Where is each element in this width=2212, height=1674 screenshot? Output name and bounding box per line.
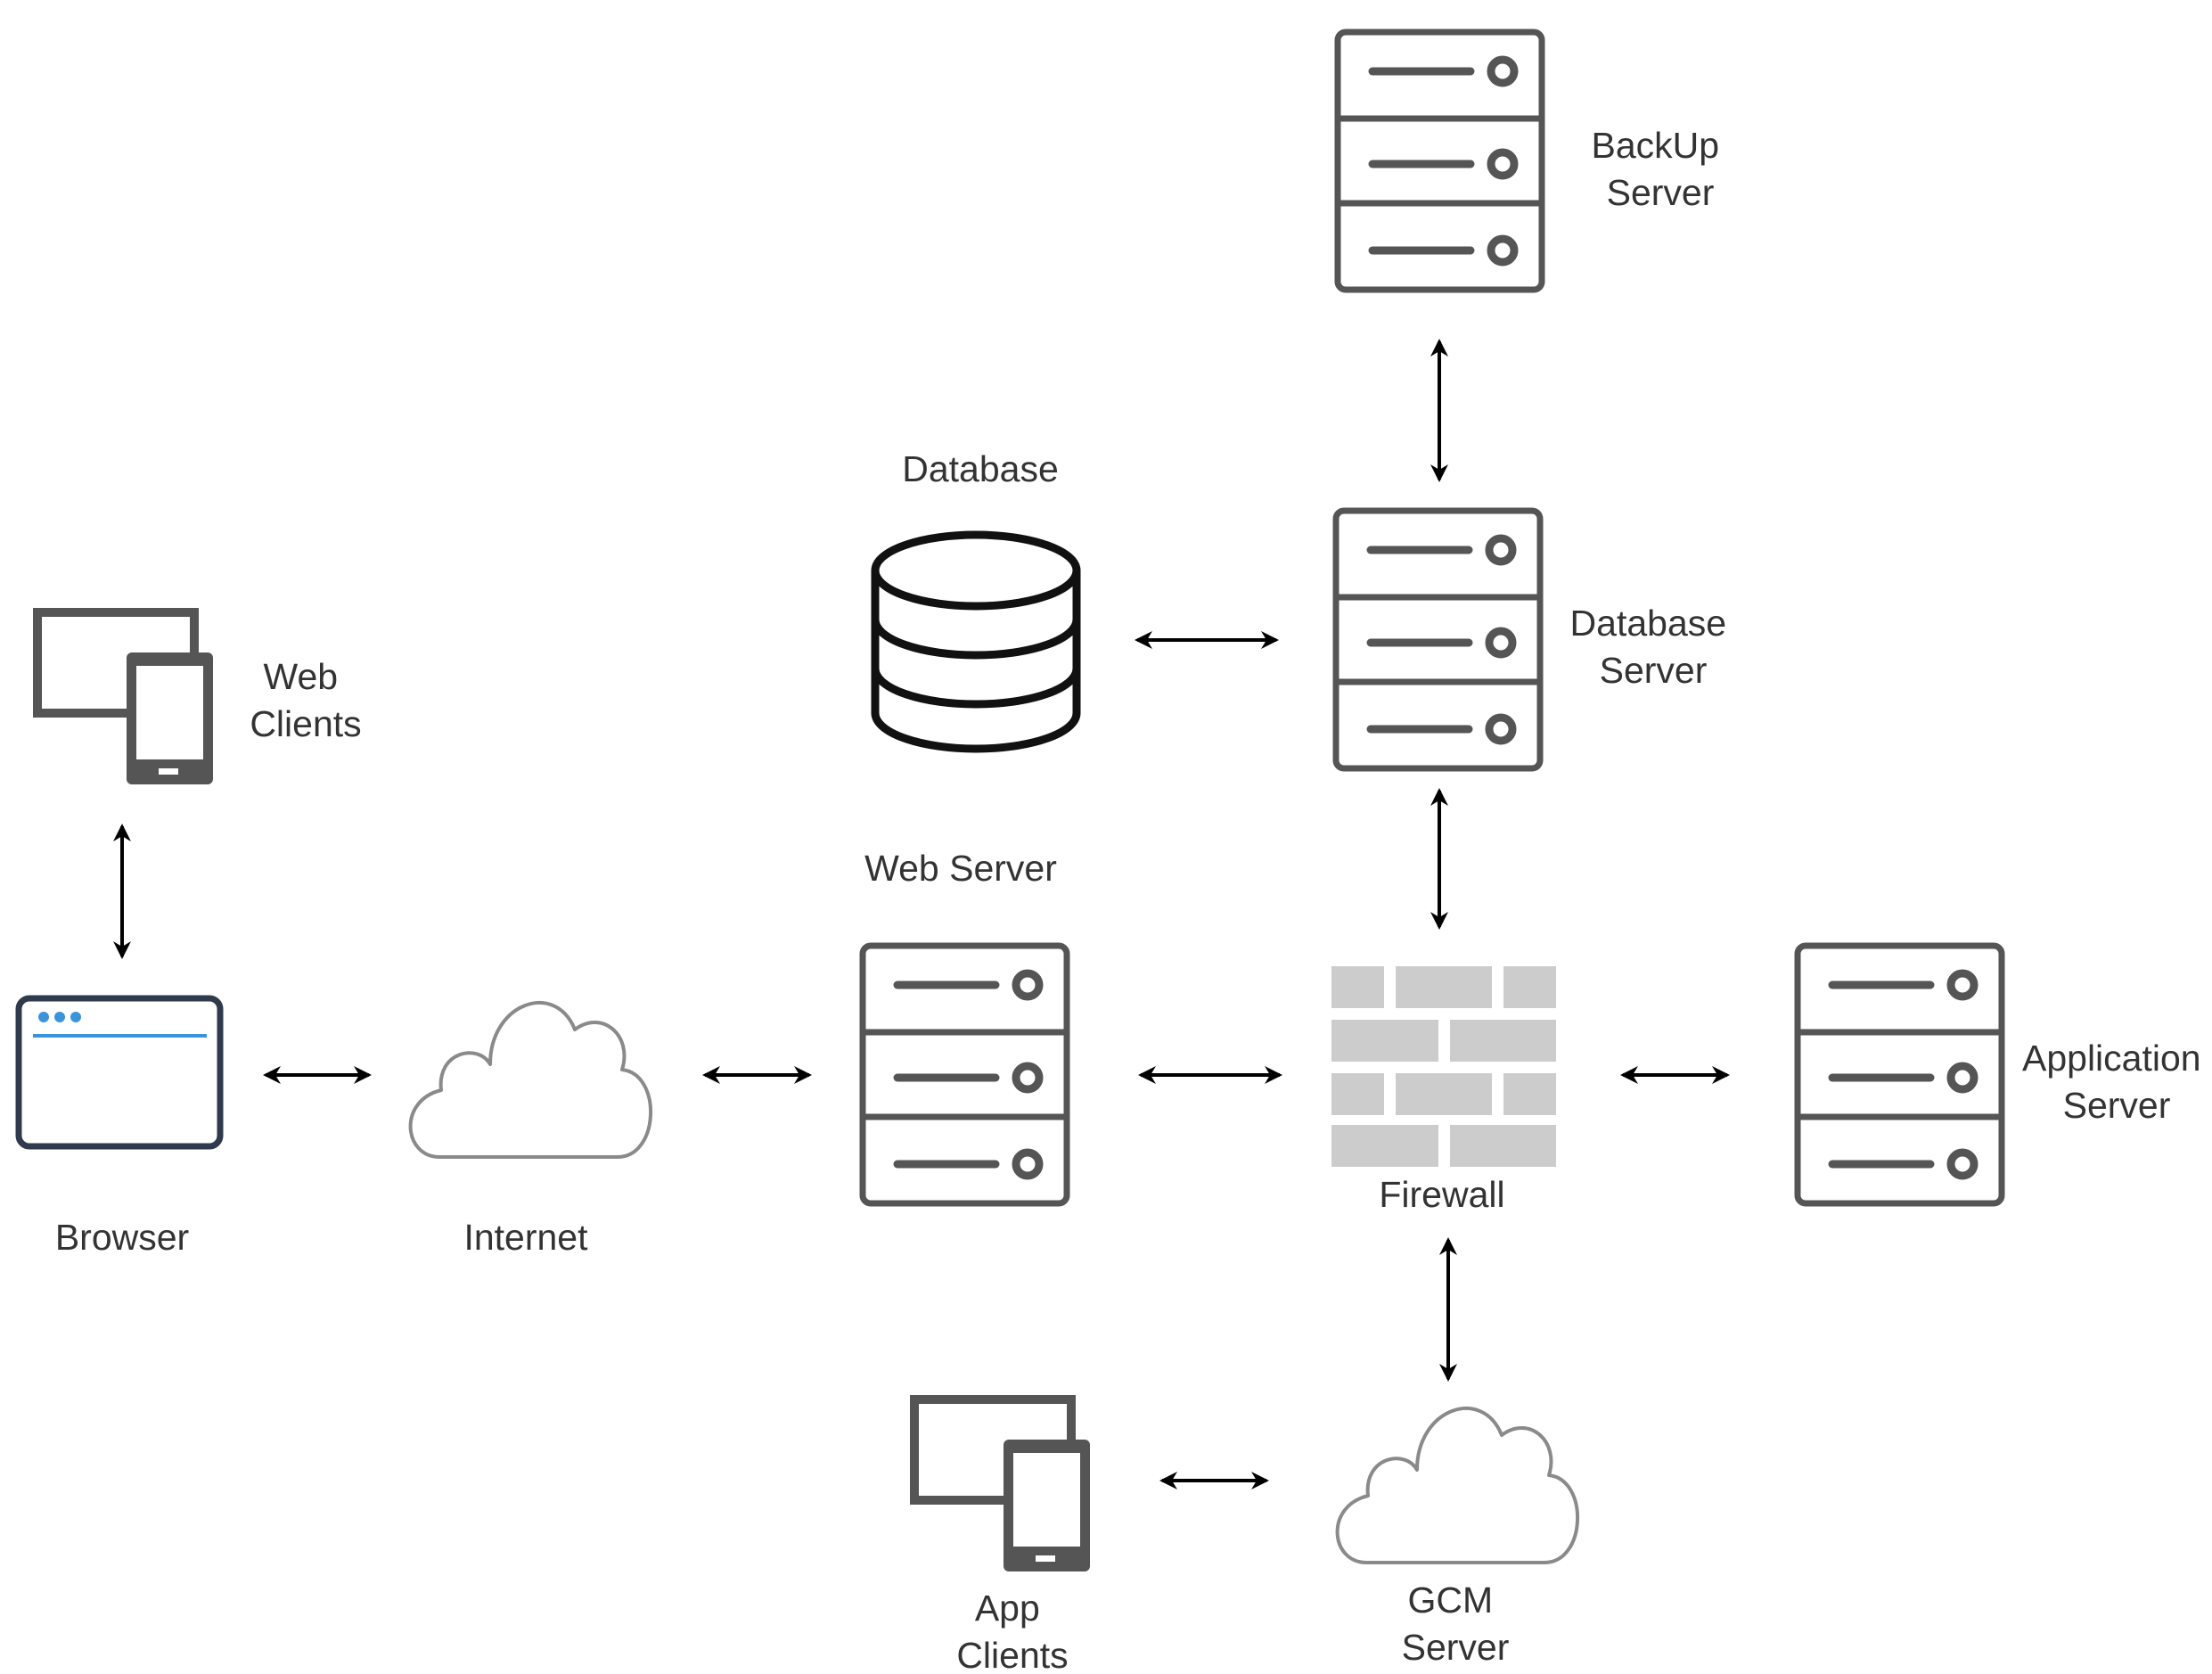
server-rack-icon: [1336, 511, 1540, 768]
web-server-label: Web Server: [864, 848, 1057, 889]
browser-label: Browser: [55, 1217, 189, 1258]
browser-window-icon: [15, 995, 224, 1150]
cloud-icon: [1335, 1406, 1580, 1564]
monitor-and-phone-icon: [33, 608, 213, 784]
app-clients-label: App Clients: [956, 1588, 1068, 1674]
app-clients-node: App Clients: [910, 1395, 1090, 1674]
web-clients-label: Web Clients: [250, 656, 361, 744]
application-server-label: Application Server: [2022, 1038, 2211, 1126]
cloud-icon: [408, 1000, 653, 1159]
browser-node: Browser: [15, 995, 224, 1258]
server-rack-icon: [1798, 946, 2002, 1203]
web-clients-node: Web Clients: [33, 608, 362, 784]
gcm-server-label: GCM Server: [1402, 1580, 1510, 1668]
database-label: Database: [902, 448, 1059, 489]
internet-label: Internet: [463, 1217, 588, 1258]
backup-server-label: BackUp Server: [1592, 125, 1730, 213]
monitor-and-phone-icon: [910, 1395, 1090, 1571]
gcm-server-node: GCM Server: [1335, 1406, 1580, 1668]
database-server-label: Database Server: [1570, 603, 1737, 691]
brick-wall-icon: [1331, 966, 1556, 1167]
backup-server-node: BackUp Server: [1338, 32, 1730, 290]
database-node: Database: [871, 448, 1081, 753]
connectors: [113, 339, 1730, 1489]
internet-node: Internet: [408, 1000, 653, 1258]
web-server-node: Web Server: [863, 848, 1067, 1203]
firewall-node: Firewall: [1331, 966, 1556, 1215]
server-rack-icon: [1338, 32, 1542, 290]
server-rack-icon: [863, 946, 1067, 1203]
application-server-node: Application Server: [1798, 946, 2211, 1203]
firewall-label: Firewall: [1379, 1174, 1504, 1215]
database-server-node: Database Server: [1336, 511, 1737, 768]
database-cylinder-icon: [871, 530, 1081, 753]
